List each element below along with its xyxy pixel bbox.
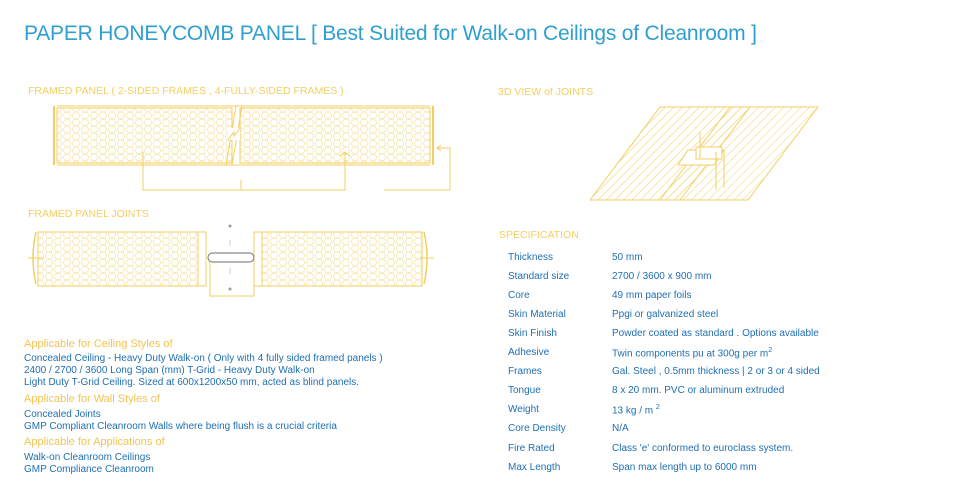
app-line: GMP Compliance Cleanroom — [24, 464, 154, 475]
spec-key: Max Length — [508, 462, 561, 473]
spec-value: 50 mm — [612, 252, 643, 263]
spec-key: Skin Finish — [508, 328, 557, 339]
spec-value: Span max length up to 6000 mm — [612, 462, 757, 473]
spec-row-weight: Weight 13 kg / m 2 — [508, 404, 928, 423]
spec-row-core-density: Core Density N/A — [508, 423, 928, 442]
ceiling-line: Light Duty T-Grid Ceiling. Sized at 600x… — [24, 377, 359, 388]
wall-line: GMP Compliant Cleanroom Walls where bein… — [24, 421, 337, 432]
spec-heading: SPECIFICATION — [499, 229, 579, 241]
spec-key: Standard size — [508, 271, 570, 282]
spec-value: Class 'e' conformed to euroclass system. — [612, 443, 794, 454]
spec-value: Gal. Steel , 0.5mm thickness | 2 or 3 or… — [612, 366, 820, 377]
framed-panel-label: FRAMED PANEL ( 2-SIDED FRAMES , 4-FULLY-… — [28, 85, 344, 97]
spec-key: Skin Material — [508, 309, 566, 320]
spec-value: Twin components pu at 300g per m2 — [612, 347, 773, 360]
spec-row-thickness: Thickness 50 mm — [508, 252, 928, 271]
spec-row-core: Core 49 mm paper foils — [508, 290, 928, 309]
app-heading: Applicable for Applications of — [24, 436, 165, 448]
spec-key: Tongue — [508, 385, 541, 396]
joints-label: FRAMED PANEL JOINTS — [28, 208, 149, 220]
spec-value: 2700 / 3600 x 900 mm — [612, 271, 712, 282]
spec-row-fire-rated: Fire Rated Class 'e' conformed to eurocl… — [508, 443, 928, 462]
ceiling-heading: Applicable for Ceiling Styles of — [24, 338, 173, 350]
spec-value: 8 x 20 mm. PVC or aluminum extruded — [612, 385, 785, 396]
spec-value: 49 mm paper foils — [612, 290, 692, 301]
spec-value: 13 kg / m 2 — [612, 404, 660, 417]
spec-key: Weight — [508, 404, 539, 415]
wall-line: Concealed Joints — [24, 409, 101, 420]
spec-value: Powder coated as standard . Options avai… — [612, 328, 819, 339]
spec-row-skin-finish: Skin Finish Powder coated as standard . … — [508, 328, 928, 347]
spec-row-frames: Frames Gal. Steel , 0.5mm thickness | 2 … — [508, 366, 928, 385]
spec-key: Frames — [508, 366, 542, 377]
app-line: Walk-on Cleanroom Ceilings — [24, 452, 151, 463]
spec-value: Ppgi or galvanized steel — [612, 309, 719, 320]
spec-row-tongue: Tongue 8 x 20 mm. PVC or aluminum extrud… — [508, 385, 928, 404]
3d-view-label: 3D VIEW of JOINTS — [498, 86, 594, 98]
ceiling-line: 2400 / 2700 / 3600 Long Span (mm) T-Grid… — [24, 365, 315, 376]
page-title: PAPER HONEYCOMB PANEL [ Best Suited for … — [24, 22, 757, 45]
spec-row-adhesive: Adhesive Twin components pu at 300g per … — [508, 347, 928, 366]
spec-value: N/A — [612, 423, 629, 434]
spec-row-max-length: Max Length Span max length up to 6000 mm — [508, 462, 928, 481]
spec-key: Fire Rated — [508, 443, 555, 454]
spec-row-skin-material: Skin Material Ppgi or galvanized steel — [508, 309, 928, 328]
spec-key: Adhesive — [508, 347, 550, 358]
spec-row-size: Standard size 2700 / 3600 x 900 mm — [508, 271, 928, 290]
spec-key: Core Density — [508, 423, 566, 434]
spec-key: Core — [508, 290, 530, 301]
spec-key: Thickness — [508, 252, 554, 263]
wall-heading: Applicable for Wall Styles of — [24, 393, 160, 405]
ceiling-line: Concealed Ceiling - Heavy Duty Walk-on (… — [24, 353, 383, 364]
